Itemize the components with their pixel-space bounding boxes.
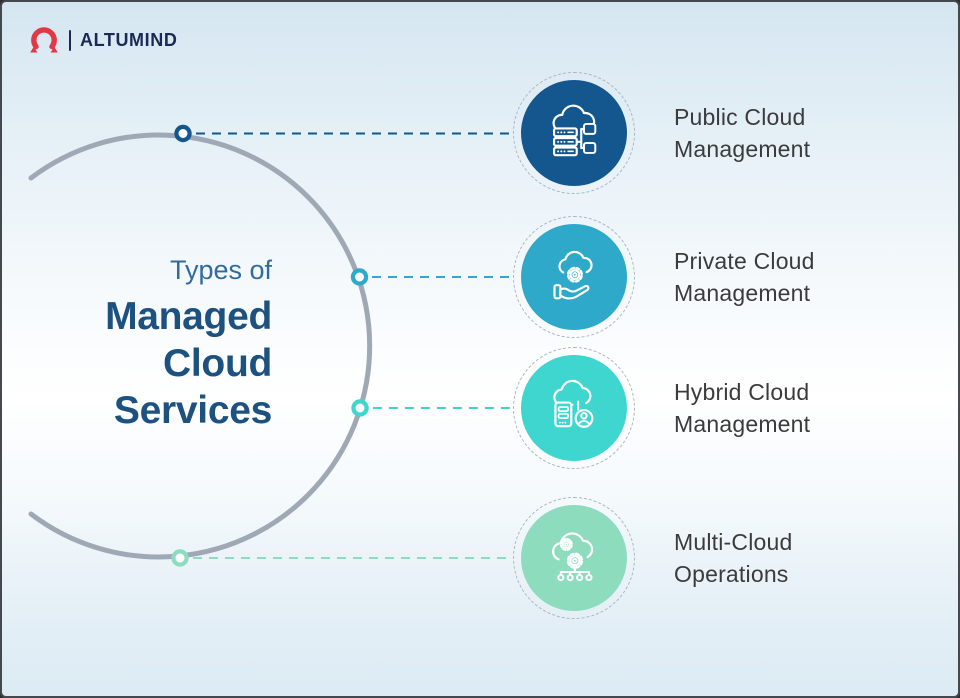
item-label-line2: Management <box>674 136 811 162</box>
dashed-ring <box>513 216 635 338</box>
item-label-line1: Private Cloud <box>674 248 815 274</box>
item-label-line2: Management <box>674 280 811 306</box>
dashed-ring <box>513 497 635 619</box>
dashed-ring <box>513 347 635 469</box>
altumind-a-icon <box>30 27 58 53</box>
cloud-server-user-icon <box>553 379 594 428</box>
logo-group: ALTUMIND <box>28 26 177 54</box>
item-label-line2: Operations <box>674 561 789 587</box>
item-label-line1: Public Cloud <box>674 104 806 130</box>
item-label-line1: Hybrid Cloud <box>674 379 810 405</box>
cloud-gears-network-icon <box>552 532 594 582</box>
item-circle-public <box>521 80 627 186</box>
item-circle-multi <box>521 505 627 611</box>
arc-dot-private <box>350 268 369 286</box>
arc <box>28 132 373 560</box>
brand-name: ALTUMIND <box>80 29 178 50</box>
item-label-hybrid: Hybrid Cloud Management <box>674 376 944 440</box>
arc-dot-multi <box>171 549 189 567</box>
item-label-private: Private Cloud Management <box>674 245 944 309</box>
item-label-line1: Multi-Cloud <box>674 529 793 555</box>
item-label-line2: Management <box>674 411 811 437</box>
item-label-public: Public Cloud Management <box>674 101 944 165</box>
title-line-2: Cloud <box>163 342 272 385</box>
arc-dot-hybrid <box>351 399 369 417</box>
logo-divider <box>69 29 71 51</box>
item-label-multi: Multi-Cloud Operations <box>674 526 944 590</box>
title-line-1: Managed <box>105 295 272 338</box>
title-prefix: Types of <box>169 255 272 285</box>
arc-dot-public <box>174 124 192 143</box>
page-title: Types of Managed Cloud Services <box>40 252 272 434</box>
item-circle-private <box>521 224 627 330</box>
hand-holding-cloud-gear-icon <box>553 250 593 300</box>
item-circle-hybrid <box>521 355 627 461</box>
title-line-3: Services <box>113 389 272 432</box>
dashed-ring <box>513 72 635 194</box>
public-cloud-servers-icon <box>552 104 597 157</box>
